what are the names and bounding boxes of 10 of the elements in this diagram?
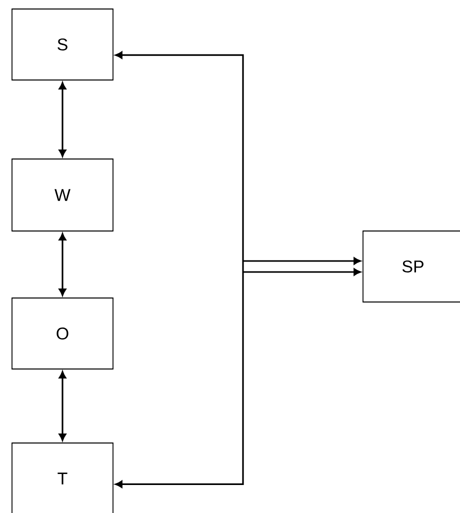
arrow	[58, 82, 66, 157]
process-box: T	[12, 442, 114, 513]
arrow	[115, 51, 244, 488]
process-box: W	[12, 158, 114, 232]
arrow	[243, 257, 361, 276]
arrow	[58, 371, 66, 441]
arrow	[58, 233, 66, 296]
process-box: SP	[362, 230, 460, 302]
process-box: O	[12, 298, 114, 370]
process-box: S	[12, 8, 114, 80]
